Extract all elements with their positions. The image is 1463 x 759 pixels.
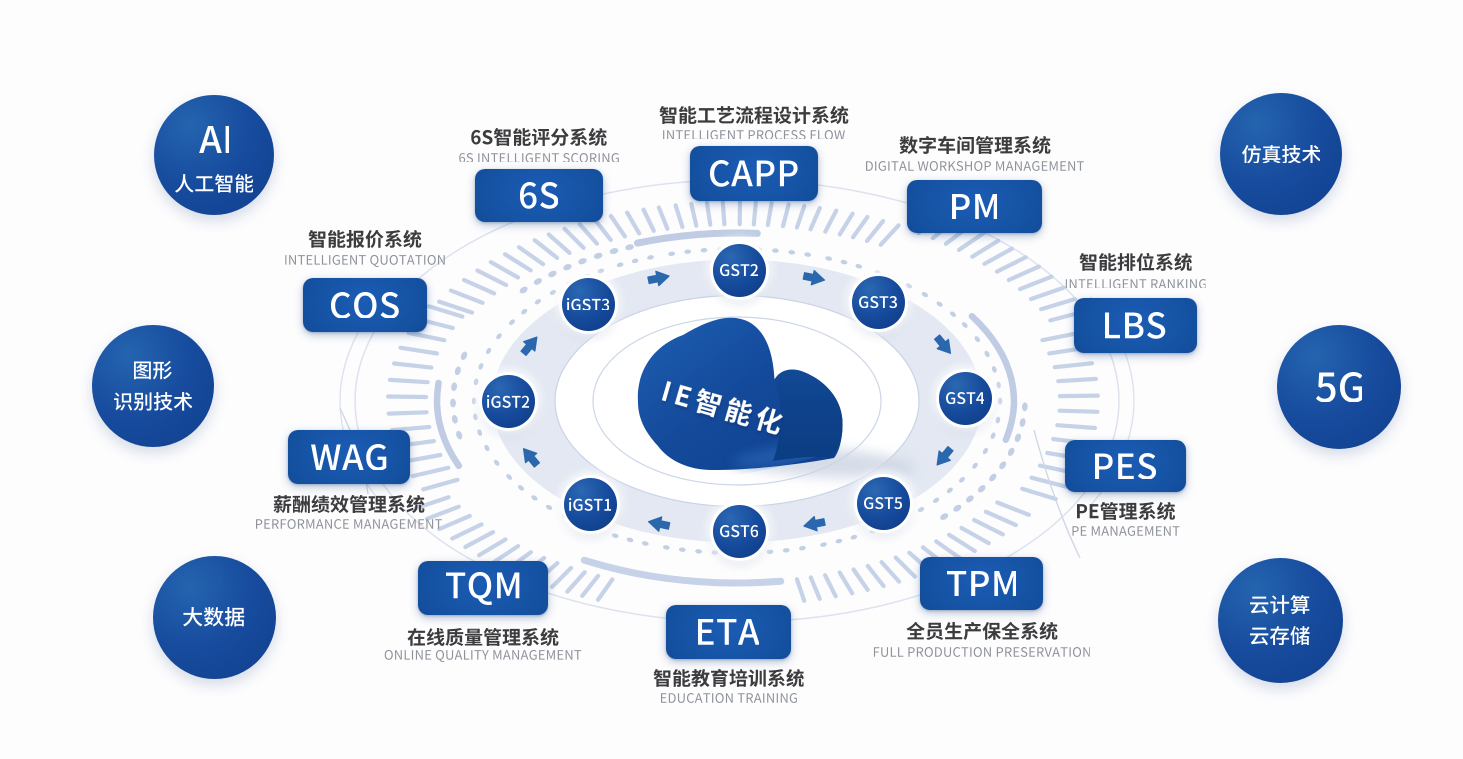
flow-arrow-icon	[803, 515, 826, 532]
system-button-lbs[interactable]: LBS	[1074, 298, 1197, 353]
system-caption-en-tqm: ONLINE QUALITY MANAGEMENT	[384, 649, 582, 663]
flow-arrows	[520, 269, 954, 532]
system-caption-en-wag: PERFORMANCE MANAGEMENT	[256, 519, 443, 529]
tech-circle-ai-line0: AI	[198, 111, 230, 168]
system-caption-en-eta: EDUCATION TRAINING	[660, 693, 797, 703]
system-caption-en-6s: 6S INTELLIGENT SCORING	[459, 152, 619, 163]
system-button-cos[interactable]: COS	[303, 278, 427, 332]
ring-node-iGST1[interactable]: iGST1	[563, 478, 617, 531]
system-caption-en-pm: DIGITAL WORKSHOP MANAGEMENT	[865, 161, 1084, 171]
tech-circle-graphic-recognition-line0: 图形	[134, 355, 172, 386]
system-caption-en-pes: PE MANAGEMENT	[1071, 526, 1180, 536]
ring-node-GST2[interactable]: GST2	[712, 243, 766, 297]
system-caption-zh-eta: 智能教育培训系统	[653, 668, 804, 688]
flow-arrow-icon	[520, 336, 538, 357]
tick-ring	[386, 200, 1101, 603]
system-caption-zh-tqm: 在线质量管理系统	[407, 627, 559, 646]
tech-circle-simulation[interactable]: 仿真技术	[1220, 93, 1342, 215]
system-caption-en-lbs: INTELLIGENT RANKING	[1065, 278, 1206, 289]
flow-arrow-icon	[647, 270, 670, 287]
system-button-tqm[interactable]: TQM	[418, 561, 548, 615]
system-button-tpm[interactable]: TPM	[920, 557, 1043, 610]
tech-circle-big-data-line0: 大数据	[183, 601, 245, 634]
system-button-eta[interactable]: ETA	[666, 605, 791, 659]
tech-circle-graphic-recognition-line1: 识别技术	[113, 386, 193, 417]
flow-arrow-icon	[933, 334, 952, 354]
system-caption-zh-tpm: 全员生产保全系统	[905, 621, 1058, 641]
tech-circle-5g[interactable]: 5G	[1277, 325, 1401, 449]
tech-circle-5g-line0: 5G	[1315, 356, 1363, 418]
system-caption-zh-cos: 智能报价系统	[308, 229, 422, 249]
system-caption-zh-capp: 智能工艺流程设计系统	[659, 105, 849, 124]
system-caption-en-tpm: FULL PRODUCTION PRESERVATION	[873, 647, 1090, 657]
ring-node-iGST2[interactable]: iGST2	[481, 375, 535, 428]
system-button-wag[interactable]: WAG	[288, 430, 410, 484]
system-caption-zh-wag: 薪酬绩效管理系统	[273, 494, 425, 514]
system-caption-en-cos: INTELLIGENT QUOTATION	[285, 254, 445, 268]
tech-circle-ai-line1: 人工智能	[174, 168, 254, 199]
ring-node-GST3[interactable]: GST3	[851, 275, 905, 329]
flow-arrow-icon	[647, 516, 671, 532]
system-caption-zh-6s: 6S智能评分系统	[471, 127, 607, 147]
ring-node-GST6[interactable]: GST6	[712, 505, 766, 558]
flow-arrow-icon	[802, 269, 826, 286]
system-button-6s[interactable]: 6S	[475, 169, 603, 222]
tech-circle-ai[interactable]: AI人工智能	[154, 95, 274, 215]
center-cloud	[637, 317, 916, 479]
tech-circle-big-data[interactable]: 大数据	[152, 555, 276, 679]
tech-circle-graphic-recognition[interactable]: 图形识别技术	[92, 325, 214, 447]
tech-circle-cloud-computing-line0: 云计算	[1250, 588, 1310, 620]
system-button-pes[interactable]: PES	[1065, 440, 1186, 492]
tech-circle-simulation-line0: 仿真技术	[1241, 139, 1321, 170]
system-caption-zh-pm: 数字车间管理系统	[898, 135, 1051, 155]
tech-circle-cloud-computing[interactable]: 云计算云存储	[1217, 557, 1343, 683]
flow-arrow-icon	[522, 448, 541, 468]
tech-circle-cloud-computing-line1: 云存储	[1250, 620, 1310, 652]
system-caption-en-capp: INTELLIGENT PROCESS FLOW	[663, 129, 845, 140]
ring-node-GST5[interactable]: GST5	[856, 476, 910, 530]
ring-node-GST4[interactable]: GST4	[938, 371, 992, 425]
arc-segments	[433, 229, 1018, 587]
system-caption-zh-pes: PE管理系统	[1076, 501, 1175, 521]
ring-node-iGST3[interactable]: iGST3	[561, 277, 615, 331]
system-button-capp[interactable]: CAPP	[690, 146, 818, 201]
center-cloud-title: IE智能化	[661, 378, 785, 436]
system-button-pm[interactable]: PM	[907, 180, 1042, 233]
system-caption-zh-lbs: 智能排位系统	[1079, 252, 1192, 272]
flow-arrow-icon	[936, 445, 954, 466]
